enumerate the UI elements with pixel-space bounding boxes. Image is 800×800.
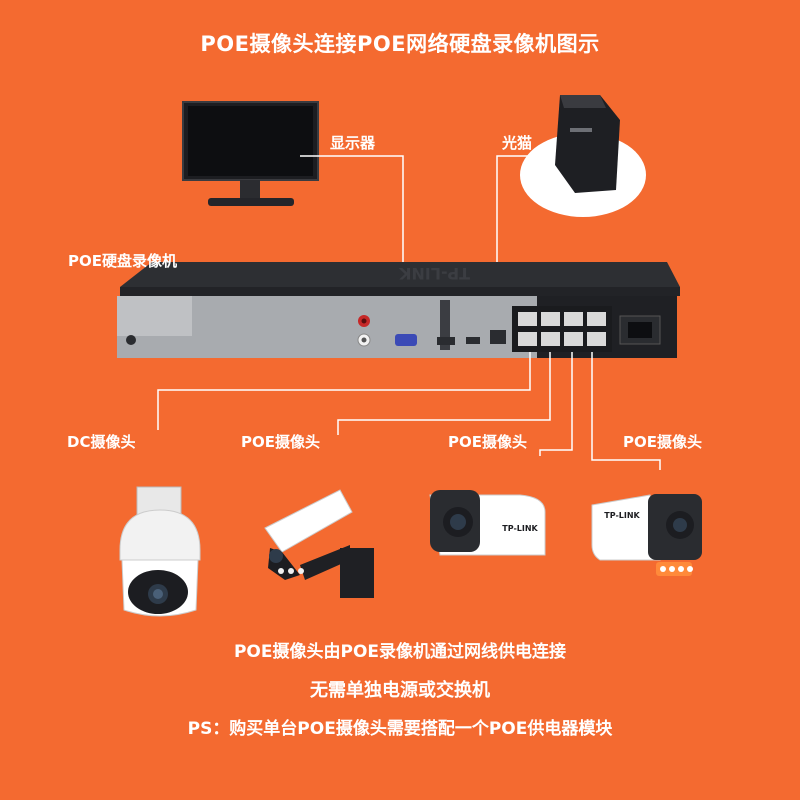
footer-line-1: POE摄像头由POE录像机通过网线供电连接 bbox=[233, 642, 567, 662]
footer-line-3: PS：购买单台POE摄像头需要搭配一个POE供电器模块 bbox=[187, 719, 613, 739]
ptz-camera bbox=[119, 486, 201, 617]
modem-device bbox=[520, 95, 646, 217]
monitor-device bbox=[182, 101, 319, 206]
bullet-camera-front: TP-LINK bbox=[429, 490, 546, 556]
bullet-camera-right: TP-LINK bbox=[591, 494, 702, 576]
bullet-camera-arm bbox=[264, 489, 374, 598]
svg-text:TP-LINK: TP-LINK bbox=[604, 511, 640, 520]
modem-label: 光猫 bbox=[502, 134, 533, 152]
nvr-label: POE硬盘录像机 bbox=[68, 252, 177, 270]
poe-camera-label-2: POE摄像头 bbox=[448, 433, 527, 451]
nvr-device: TP-LINK bbox=[117, 262, 680, 358]
monitor-label: 显示器 bbox=[330, 134, 376, 152]
poe-camera-label-1: POE摄像头 bbox=[241, 433, 320, 451]
camera-cables bbox=[157, 352, 661, 470]
poe-camera-label-3: POE摄像头 bbox=[623, 433, 702, 451]
footer-line-2: 无需单独电源或交换机 bbox=[310, 680, 490, 701]
svg-text:TP-LINK: TP-LINK bbox=[398, 264, 470, 283]
svg-text:TP-LINK: TP-LINK bbox=[502, 524, 538, 533]
dc-camera-label: DC摄像头 bbox=[67, 433, 136, 451]
poe-port-block bbox=[512, 306, 612, 352]
diagram-title: POE摄像头连接POE网络硬盘录像机图示 bbox=[200, 32, 600, 56]
